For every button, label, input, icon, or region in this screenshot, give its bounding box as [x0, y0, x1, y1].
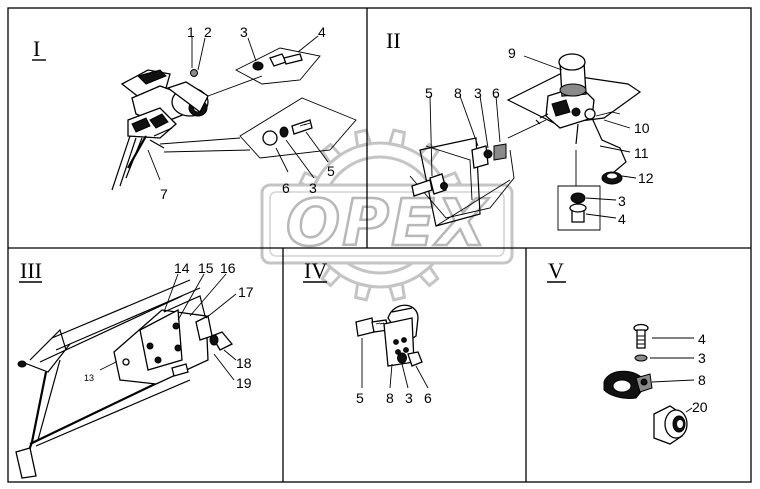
- callout-label: 18: [236, 355, 252, 371]
- part-4-3-8-20-fasteners: [603, 323, 695, 445]
- watermark-gear-tooth: [387, 128, 407, 149]
- panel-2-callouts: 5 8 3 6 9 10 11 12 3 4: [425, 45, 654, 227]
- callout-label: 4: [318, 24, 326, 40]
- part-5-6-3-bolt: [159, 97, 357, 179]
- callout-label: 20: [692, 399, 708, 415]
- callout-label: 11: [634, 145, 649, 161]
- part-5-8-3-6-clamp: [355, 304, 429, 389]
- panel-title: I: [33, 36, 40, 61]
- callout-label: 5: [356, 390, 364, 406]
- callout-label: 3: [240, 24, 248, 40]
- panel-3-callouts: 14 15 16 17 13 18 19: [84, 260, 254, 391]
- callout-label: 3: [309, 180, 317, 196]
- watermark-gear-tooth: [320, 264, 343, 288]
- callout-label: 3: [405, 390, 413, 406]
- part-3-4-bolt: [235, 35, 321, 85]
- watermark-gear-tooth: [353, 281, 373, 302]
- panel-1-callouts: 1 2 3 4 3 5 6 7: [160, 24, 335, 202]
- part-5-8-3-6-bracket: [409, 95, 547, 227]
- watermark-gear-tooth: [417, 142, 440, 166]
- callout-label: 14: [174, 260, 190, 276]
- watermark-text: OPEX: [286, 187, 489, 261]
- panel-4-callouts: 5 8 3 6: [356, 390, 432, 406]
- callout-label: 8: [698, 372, 706, 388]
- watermark-frame: [260, 183, 514, 265]
- callout-label: 3: [618, 193, 626, 209]
- callout-label: 3: [698, 350, 706, 366]
- callout-label: 13: [84, 373, 94, 383]
- panel-title: II: [386, 28, 401, 53]
- part-9-signal-lamp: [506, 53, 642, 185]
- panel-title: V: [548, 258, 564, 283]
- panel-2: II: [386, 28, 654, 231]
- callout-label: 5: [327, 163, 335, 179]
- watermark-gear-tooth: [387, 281, 407, 302]
- panel-3: III: [15, 258, 254, 479]
- callout-label: 9: [508, 45, 516, 61]
- watermark-logo: OPEX: [260, 128, 514, 302]
- callout-label: 4: [618, 211, 626, 227]
- watermark-gear-tooth: [417, 264, 440, 288]
- callout-label: 8: [454, 85, 462, 101]
- watermark-gear-tooth: [353, 128, 373, 149]
- callout-label: 1: [187, 24, 195, 40]
- callout-label: 19: [236, 375, 252, 391]
- part-3-4-screw: [557, 150, 617, 231]
- callout-label: 12: [638, 170, 654, 186]
- callout-label: 15: [198, 260, 214, 276]
- panel-5-callouts: 4 3 8 20: [692, 331, 708, 415]
- callout-label: 8: [386, 390, 394, 406]
- steering-column-assembly: [111, 69, 263, 191]
- callout-label: 2: [204, 24, 212, 40]
- callout-label: 6: [492, 85, 500, 101]
- panel-4: IV 5 8 3 6: [303, 258, 432, 406]
- panel-5: V 4 3 8 20: [547, 258, 708, 445]
- panel-title: IV: [304, 258, 327, 283]
- callout-label: 10: [634, 120, 650, 136]
- callout-label: 7: [160, 186, 168, 202]
- watermark-gear-tooth: [320, 142, 343, 166]
- callout-label: 6: [282, 180, 290, 196]
- callout-label: 17: [238, 284, 254, 300]
- panel-1: I: [32, 24, 357, 202]
- part-13-19-bracket-assembly: [15, 273, 237, 479]
- callout-label: 6: [424, 390, 432, 406]
- part-1-2-nut: [190, 36, 206, 77]
- callout-label: 4: [698, 331, 706, 347]
- panel-borders: [7, 7, 752, 483]
- callout-label: 16: [220, 260, 236, 276]
- callout-label: 3: [474, 85, 482, 101]
- callout-label: 5: [425, 85, 433, 101]
- panel-title: III: [20, 258, 42, 283]
